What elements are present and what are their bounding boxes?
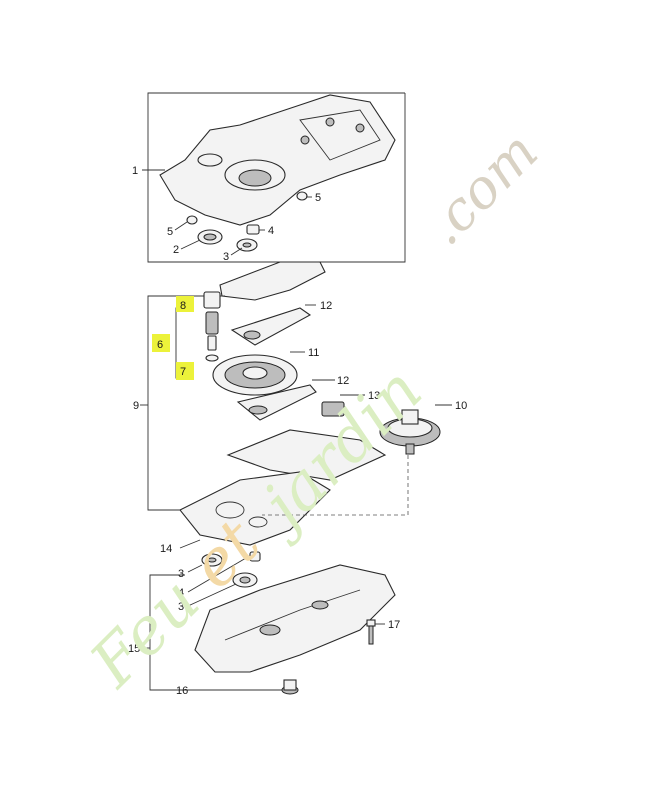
callout-9: 9 bbox=[133, 400, 139, 412]
main-gasket-part-14 bbox=[179, 471, 331, 546]
dashed-guide bbox=[262, 455, 409, 516]
lever-plate-12a bbox=[230, 307, 312, 346]
clip-part-13 bbox=[321, 401, 345, 417]
callout-12b: 12 bbox=[337, 375, 349, 387]
drive-gear-part-10 bbox=[379, 409, 441, 455]
plug-part-16 bbox=[281, 679, 299, 695]
callout-3b: 3 bbox=[178, 568, 184, 580]
callout-1: 1 bbox=[132, 165, 138, 177]
callout-7: 7 bbox=[180, 366, 186, 378]
callout-16: 16 bbox=[176, 685, 188, 697]
highlight-callout-7 bbox=[176, 362, 194, 380]
bushing-part-4b bbox=[249, 551, 261, 562]
highlight-callout-8 bbox=[176, 296, 194, 312]
washer-part-5b bbox=[296, 191, 308, 201]
highlight-callout-6 bbox=[152, 334, 170, 352]
callout-17: 17 bbox=[388, 619, 400, 631]
callout-10: 10 bbox=[455, 400, 467, 412]
mid-gasket bbox=[226, 429, 387, 481]
callout-11: 11 bbox=[308, 347, 319, 359]
callout-5b: 5 bbox=[315, 192, 321, 204]
bearing-part-3b bbox=[201, 553, 223, 567]
callout-14: 14 bbox=[160, 543, 172, 555]
callout-4a: 4 bbox=[268, 225, 274, 237]
callout-4b: 4 bbox=[178, 587, 184, 599]
callout-2: 2 bbox=[173, 244, 179, 256]
watermark-brand-prefix: Feu bbox=[76, 564, 214, 702]
lower-housing-frame bbox=[149, 574, 285, 691]
large-gear-part-11 bbox=[212, 354, 298, 396]
callout-13: 13 bbox=[368, 390, 380, 402]
bushing-part-4a bbox=[246, 224, 260, 235]
callout-3a: 3 bbox=[223, 251, 229, 263]
lower-housing-part-15 bbox=[194, 564, 396, 673]
callout-12a: 12 bbox=[320, 300, 332, 312]
upper-gasket bbox=[219, 261, 326, 301]
seal-ring-part-2 bbox=[197, 229, 223, 245]
upper-housing-part bbox=[159, 94, 396, 226]
bearing-part-3c bbox=[232, 572, 258, 588]
housing-frame bbox=[147, 92, 406, 263]
pinion-part-8 bbox=[203, 291, 221, 351]
screw-part-17 bbox=[366, 619, 376, 645]
callout-15: 15 bbox=[128, 643, 140, 655]
callout-6: 6 bbox=[157, 339, 163, 351]
washer-part-5a bbox=[186, 215, 198, 225]
o-ring-part-7 bbox=[205, 354, 219, 362]
watermark-tld: .com bbox=[413, 120, 550, 257]
callout-5a: 5 bbox=[167, 226, 173, 238]
callout-3c: 3 bbox=[178, 601, 184, 613]
callout-8: 8 bbox=[180, 300, 186, 312]
leader-lines bbox=[140, 169, 452, 649]
